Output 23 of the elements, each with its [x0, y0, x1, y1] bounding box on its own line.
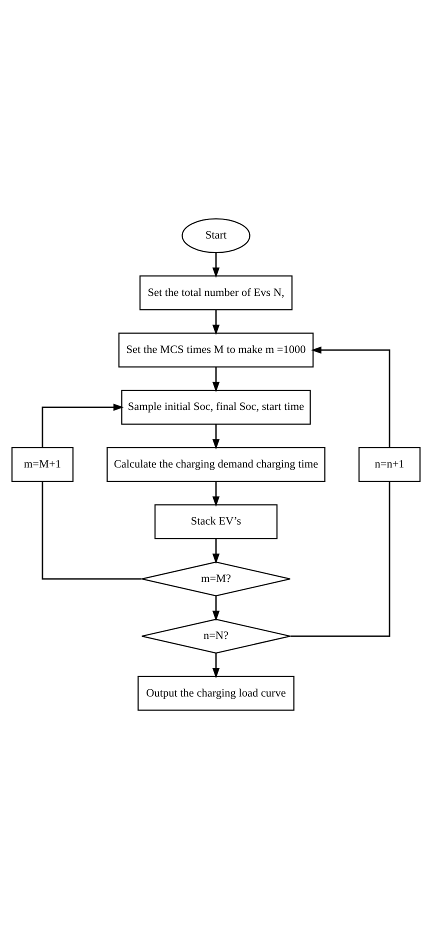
- connector: [42, 481, 142, 580]
- arrow: [212, 367, 220, 392]
- node-diamond: n=N?: [141, 618, 291, 654]
- node-box: Stack EV’s: [154, 504, 278, 540]
- arrow: [212, 653, 220, 678]
- arrow: [212, 538, 220, 564]
- arrow: [311, 346, 390, 448]
- arrow: [212, 252, 220, 278]
- node-box: Calculate the charging demand charging time: [106, 447, 326, 482]
- node-box: Output the charging load curve: [138, 676, 294, 711]
- arrow: [212, 424, 220, 450]
- node-diamond: m=M?: [141, 561, 291, 596]
- node-box: Set the total number of Evs N,: [139, 275, 293, 310]
- node-ellipse: Start: [182, 218, 250, 254]
- node-box: n=n+1: [358, 447, 421, 482]
- node-box: m=M+1: [11, 447, 74, 482]
- node-box: Set the MCS times M to make m =1000: [118, 332, 314, 368]
- arrow: [42, 404, 124, 448]
- arrow: [212, 482, 220, 507]
- arrow: [212, 310, 220, 336]
- connector: [290, 482, 390, 637]
- arrow: [212, 596, 220, 622]
- node-box: Sample initial Soc, final Soc, start time: [121, 390, 311, 425]
